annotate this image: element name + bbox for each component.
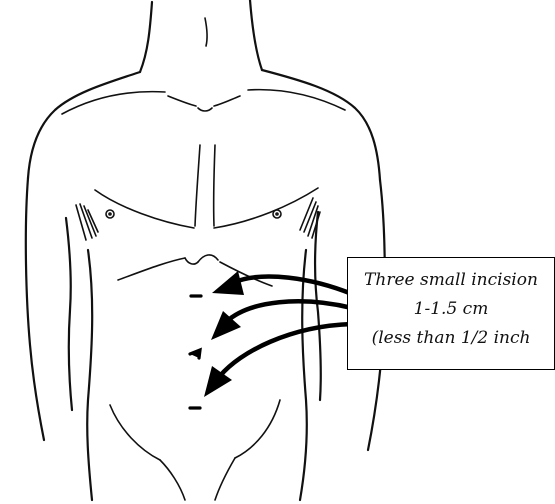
incision-marks	[190, 296, 201, 408]
chest-outline	[95, 145, 318, 228]
incision-mark-middle	[190, 350, 200, 358]
callout-line-1: Three small incision	[348, 266, 554, 295]
arrow-middle	[226, 301, 352, 322]
arrowhead-upper	[212, 271, 244, 295]
armpit-shading	[76, 198, 320, 240]
nipple-marks	[106, 210, 281, 218]
shoulder-outline	[28, 70, 380, 180]
clavicle-lines	[168, 96, 240, 111]
pointer-arrows	[204, 271, 352, 397]
arrow-lower	[220, 324, 352, 376]
abdomen-contours	[110, 400, 280, 500]
callout-line-3: (less than 1/2 inch	[348, 324, 554, 353]
incision-callout: Three small incision 1-1.5 cm (less than…	[347, 257, 555, 370]
arrow-upper	[232, 277, 352, 294]
callout-line-2: 1-1.5 cm	[348, 295, 554, 324]
torso-sides	[87, 250, 307, 500]
neck-outline	[140, 0, 262, 72]
ribcage-outline	[118, 255, 272, 286]
